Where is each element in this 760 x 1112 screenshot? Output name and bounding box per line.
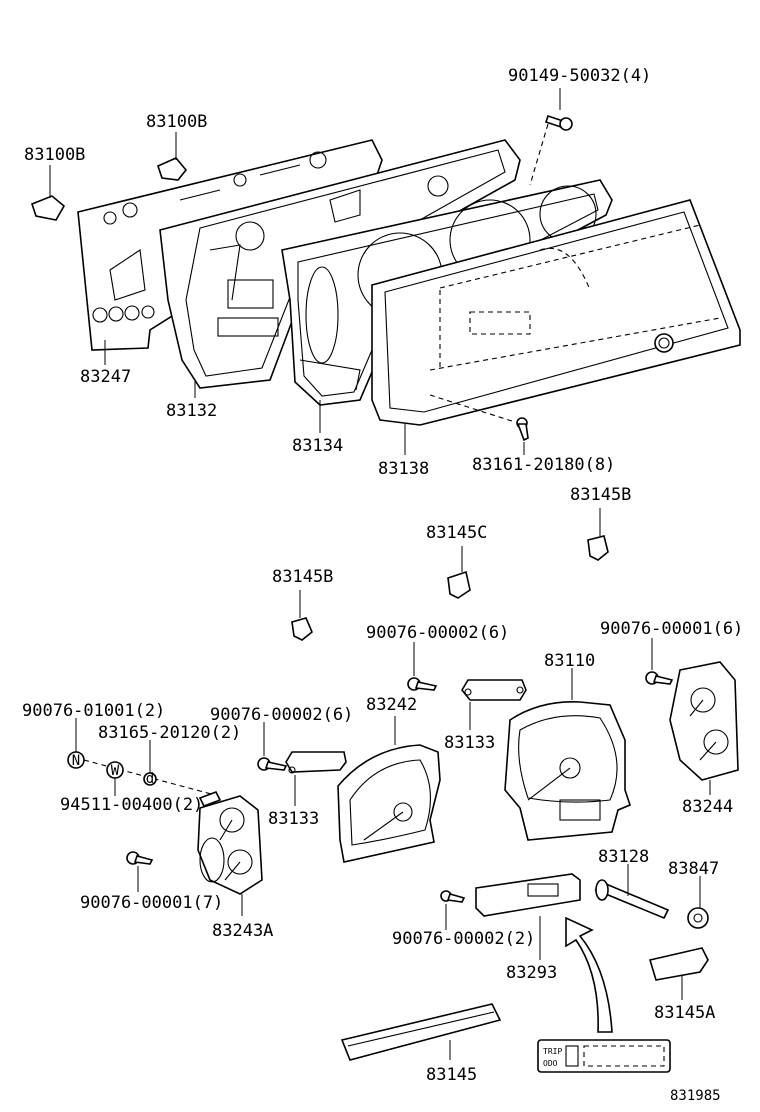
screw-90076-00002-b <box>257 722 288 771</box>
label-90076-00002-a: 90076-00002(6) <box>366 623 509 643</box>
washer-marker-letter: W <box>111 763 120 779</box>
clip-83145c <box>447 546 471 599</box>
odometer-display-unit <box>440 873 581 960</box>
label-83128: 83128 <box>598 847 649 867</box>
label-83242: 83242 <box>366 695 417 715</box>
label-83100b-left: 83100B <box>24 145 85 165</box>
screw-90076-00002-a <box>407 642 438 691</box>
clip-83100b-left <box>31 165 66 221</box>
screw-marker-letter: d <box>146 771 154 787</box>
label-83134: 83134 <box>292 436 343 456</box>
clip-83145b-left <box>291 590 313 641</box>
label-83161-20180: 83161-20180(8) <box>472 455 615 475</box>
label-83243a: 83243A <box>212 921 273 941</box>
label-90076-00002-b: 90076-00002(6) <box>210 705 353 725</box>
bracket-83133-left <box>285 751 347 806</box>
trip-label: TRIP <box>543 1047 562 1056</box>
label-83110: 83110 <box>544 651 595 671</box>
screw-90149 <box>529 88 573 186</box>
label-83293: 83293 <box>506 963 557 983</box>
fuel-temp-gauge-83243a <box>197 795 263 916</box>
label-94511-00400: 94511-00400(2) <box>60 795 203 815</box>
label-83145a: 83145A <box>654 1003 715 1023</box>
label-83145b-right: 83145B <box>570 485 631 505</box>
odo-label: ODO <box>543 1059 558 1068</box>
display-arrow <box>565 916 613 1033</box>
trip-odo-display: TRIP ODO <box>537 1039 671 1073</box>
reset-knob-shaft <box>594 864 670 920</box>
label-90149-50032: 90149-50032(4) <box>508 66 651 86</box>
screw-83161 <box>429 394 529 455</box>
fuel-temp-gauge-83244 <box>669 661 739 795</box>
meter-glass <box>371 199 741 426</box>
label-83145b-left: 83145B <box>272 567 333 587</box>
clip-83100b-right <box>157 132 188 181</box>
speedometer <box>504 668 631 841</box>
nut-washer-chain: N W d <box>67 718 222 808</box>
label-90076-00001-a: 90076-00001(6) <box>600 619 743 639</box>
label-90076-00001-b: 90076-00001(7) <box>80 893 223 913</box>
clip-83145b-right <box>587 508 609 561</box>
bracket-83133-right <box>461 679 527 730</box>
screw-90076-00001-b <box>126 851 154 892</box>
label-90076-01001: 90076-01001(2) <box>22 701 165 721</box>
screw-90076-00001-a <box>645 638 674 685</box>
label-83132: 83132 <box>166 401 217 421</box>
label-83133-left: 83133 <box>268 809 319 829</box>
label-83145c: 83145C <box>426 523 487 543</box>
nut-marker-letter: N <box>72 753 80 769</box>
cover-strip-83145 <box>340 1003 502 1061</box>
label-90076-00002-c: 90076-00002(2) <box>392 929 535 949</box>
label-83100b-right: 83100B <box>146 112 207 132</box>
label-83244: 83244 <box>682 797 733 817</box>
label-83138: 83138 <box>378 459 429 479</box>
label-83133-right: 83133 <box>444 733 495 753</box>
tachometer <box>337 716 441 863</box>
label-83847: 83847 <box>668 859 719 879</box>
cluster-housing-assembly <box>31 88 741 455</box>
label-83247: 83247 <box>80 367 131 387</box>
reset-knob-cap <box>687 876 709 929</box>
label-83145: 83145 <box>426 1065 477 1085</box>
clip-83145a <box>648 947 709 1000</box>
label-83165-20120: 83165-20120(2) <box>98 723 241 743</box>
diagram-reference-number: 831985 <box>670 1088 721 1104</box>
